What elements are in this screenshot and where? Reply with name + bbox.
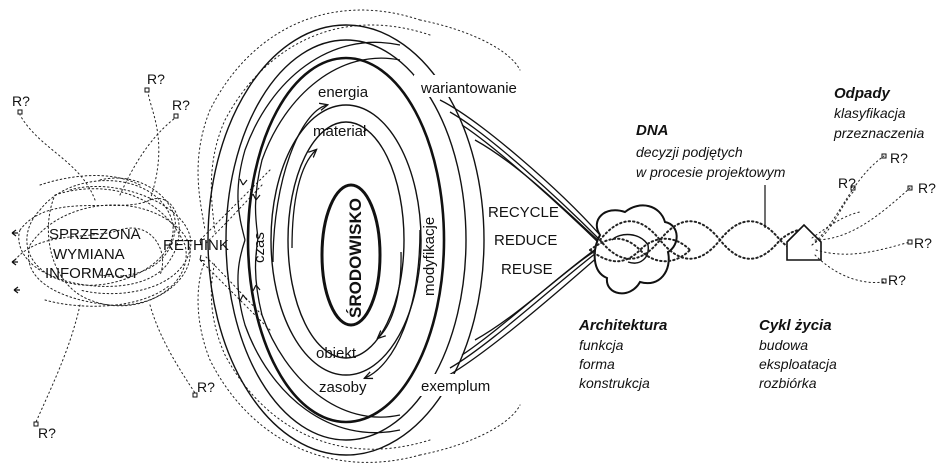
- label-reuse: REUSE: [501, 261, 553, 278]
- label-czas: czas: [251, 232, 268, 263]
- architektura-item-1: funkcja: [579, 337, 624, 353]
- r-marker-left-2: R?: [145, 71, 165, 92]
- dna-title: DNA: [636, 122, 669, 139]
- rethink-label: RETHINK: [163, 237, 229, 254]
- odpady-line1: klasyfikacja: [834, 105, 906, 121]
- cykl-item-3: rozbiórka: [759, 375, 817, 391]
- cluster-label-line2: WYMIANA: [53, 246, 125, 263]
- svg-text:R?: R?: [838, 175, 856, 191]
- label-wariantowanie: wariantowanie: [420, 80, 517, 97]
- label-reduce: REDUCE: [494, 232, 557, 249]
- r-marker-right-3: R?: [908, 180, 936, 196]
- svg-text:R?: R?: [918, 180, 936, 196]
- core-label-srodowisko: ŚRODOWISKO: [346, 198, 365, 318]
- label-modyfikacje: modyfikacje: [421, 217, 438, 296]
- svg-text:R?: R?: [147, 71, 165, 87]
- svg-text:R?: R?: [914, 235, 932, 251]
- svg-text:R?: R?: [12, 93, 30, 109]
- r-marker-left-1: R?: [12, 93, 30, 114]
- odpady-title: Odpady: [834, 85, 890, 102]
- cykl-title: Cykl życia: [759, 317, 832, 334]
- svg-text:R?: R?: [38, 425, 56, 441]
- r-marker-right-4: R?: [908, 235, 932, 251]
- r-marker-left-4: R?: [193, 379, 215, 397]
- label-energia: energia: [318, 84, 369, 101]
- label-exemplum: exemplum: [421, 378, 490, 395]
- architecture-building-icon: [595, 205, 677, 293]
- label-recycle: RECYCLE: [488, 204, 559, 221]
- dna-line1: decyzji podjętych: [636, 144, 743, 160]
- label-zasoby: zasoby: [319, 379, 367, 396]
- architektura-title: Architektura: [578, 317, 667, 334]
- svg-text:R?: R?: [890, 150, 908, 166]
- r-marker-right-2: R?: [838, 175, 856, 191]
- odpady-line2: przeznaczenia: [833, 125, 924, 141]
- r-marker-right-5: R?: [882, 272, 906, 288]
- cluster-label-line3: INFORMACJI: [45, 265, 137, 282]
- cykl-item-1: budowa: [759, 337, 808, 353]
- svg-text:R?: R?: [172, 97, 190, 113]
- waste-threads: [812, 156, 910, 283]
- cykl-item-2: eksploatacja: [759, 356, 837, 372]
- architektura-item-3: konstrukcja: [579, 375, 650, 391]
- r-marker-left-3: R?: [172, 97, 190, 118]
- architektura-item-2: forma: [579, 356, 615, 372]
- svg-text:R?: R?: [888, 272, 906, 288]
- svg-text:R?: R?: [197, 379, 215, 395]
- label-obiekt: obiekt: [316, 345, 357, 362]
- label-material: materiał: [313, 123, 367, 140]
- dna-line2: w procesie projektowym: [636, 164, 786, 180]
- r-marker-right-1: R?: [882, 150, 908, 166]
- cluster-label-line1: SPRZEZONA: [49, 226, 141, 243]
- r-marker-left-5: R?: [34, 422, 56, 441]
